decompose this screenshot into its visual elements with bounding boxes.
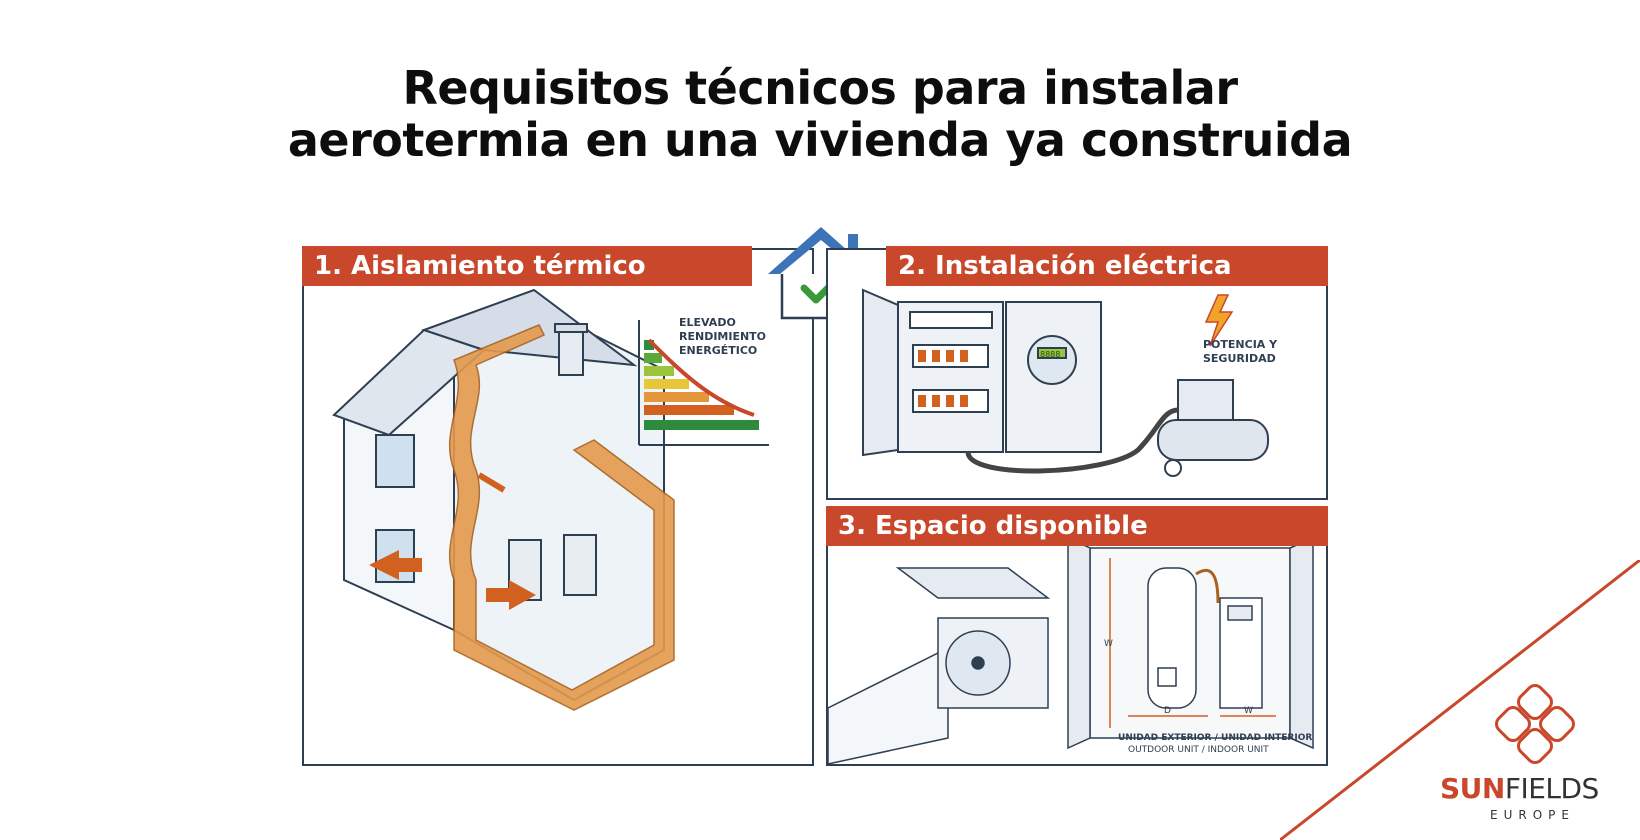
dim-height-label: W [1104, 639, 1113, 649]
annotation-line-1: ELEVADO [679, 316, 736, 329]
power-label-1: POTENCIA Y [1203, 338, 1278, 351]
brand-name: SUNFIELDS [1440, 772, 1599, 805]
annotation-line-3: ENERGÉTICO [679, 344, 757, 357]
panel-electrical: 8888 POTENCIA Y SEGURIDAD [826, 248, 1328, 500]
brand-name-fields: FIELDS [1504, 772, 1600, 805]
svg-text:ELEVADO RENDIMIENTO: ELEVADO RENDIMIENTO ENERGÉTICO [679, 316, 770, 357]
lightning-icon [1204, 294, 1234, 347]
unit-caption-1: UNIDAD EXTERIOR / UNIDAD INTERIOR [1118, 733, 1312, 743]
unit-caption-2: OUTDOOR UNIT / INDOOR UNIT [1128, 745, 1269, 755]
decorative-diagonal-line [1280, 560, 1640, 840]
space-illustration: W D W UNIDAD EXTERIOR / UNIDAD INTERIOR … [828, 536, 1314, 764]
title-line-1: Requisitos técnicos para instalar [402, 61, 1238, 115]
header-electrical: 2. Instalación eléctrica [886, 246, 1328, 286]
header-insulation: 1. Aislamiento térmico [302, 246, 752, 286]
header-space: 3. Espacio disponible [826, 506, 1328, 546]
panel-space: W D W UNIDAD EXTERIOR / UNIDAD INTERIOR … [826, 506, 1328, 766]
brand-name-sun: SUN [1440, 772, 1505, 805]
svg-text:POTENCIA Y SEGURIDAD: POTENCIA Y SEGURIDAD [1203, 338, 1281, 365]
dim-width-label: W [1244, 706, 1253, 716]
dim-depth-label: D [1164, 706, 1171, 716]
title-line-2: aerotermia en una vivienda ya construida [287, 113, 1353, 167]
panel-insulation: ELEVADO RENDIMIENTO ENERGÉTICO [302, 248, 814, 766]
brand-subtitle: EUROPE [1490, 808, 1575, 822]
electrical-illustration: 8888 POTENCIA Y SEGURIDAD [862, 288, 1281, 477]
sunfields-logo-icon [1495, 684, 1575, 764]
annotation-line-2: RENDIMIENTO [679, 330, 766, 343]
power-label-2: SEGURIDAD [1203, 352, 1276, 365]
page-title: Requisitos técnicos para instalar aerote… [0, 62, 1640, 166]
meter-display: 8888 [1040, 350, 1060, 359]
insulation-illustration: ELEVADO RENDIMIENTO ENERGÉTICO [332, 288, 770, 711]
